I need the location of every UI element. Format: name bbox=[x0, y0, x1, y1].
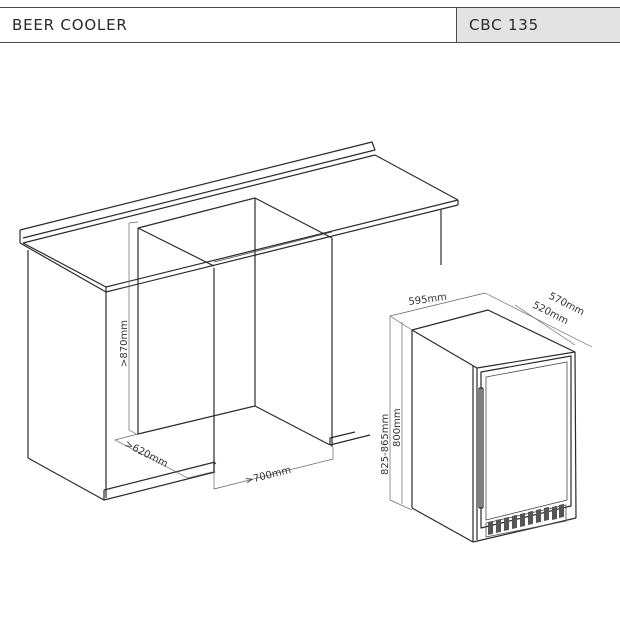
niche-height-label: >870mm bbox=[119, 320, 130, 367]
appliance-height-body-label: 800mm bbox=[392, 408, 403, 447]
left-base-cabinet bbox=[27, 250, 216, 501]
niche-depth-label: >620mm bbox=[123, 439, 170, 470]
vent-grille bbox=[488, 503, 564, 535]
beer-cooler-appliance bbox=[411, 309, 577, 543]
appliance-niche bbox=[137, 197, 371, 472]
niche-dimensions: >870mm >620mm >700mm bbox=[114, 221, 334, 490]
model-number: CBC 135 bbox=[469, 16, 539, 34]
model-cell: CBC 135 bbox=[457, 8, 620, 42]
appliance-width-label: 595mm bbox=[408, 292, 448, 308]
niche-width-label: >700mm bbox=[244, 465, 292, 487]
kitchen-counter bbox=[19, 141, 459, 293]
appliance-height-range-label: 825-865mm bbox=[380, 414, 391, 475]
product-category: BEER COOLER bbox=[12, 16, 128, 34]
product-category-cell: BEER COOLER bbox=[0, 8, 457, 42]
title-bar: BEER COOLER CBC 135 bbox=[0, 7, 620, 43]
